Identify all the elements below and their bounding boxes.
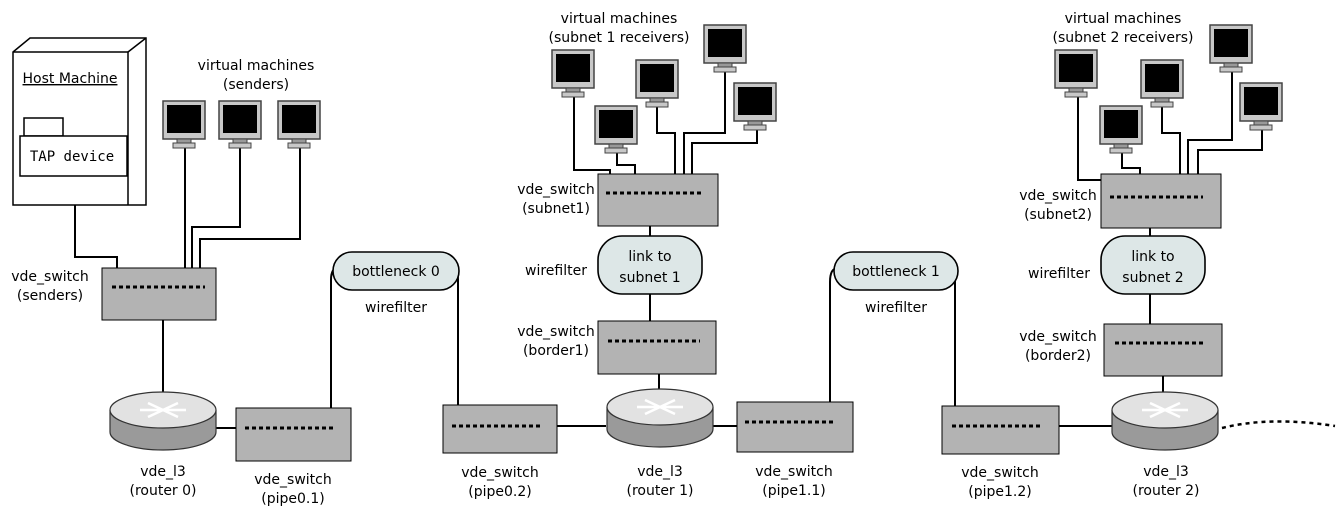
subnet1-vms: virtual machines (subnet 1 receivers) [549,11,777,154]
switch-subnet2-name: vde_switch [1019,188,1096,204]
router1-sub: (router 1) [626,483,693,499]
subnet2-vms: virtual machines (subnet 2 receivers) [1053,11,1283,154]
bottleneck0-filter: bottleneck 0 wirefilter [332,251,460,316]
bottleneck1-filter: bottleneck 1 wirefilter [833,251,959,316]
router-1: vde_l3 (router 1) [606,388,714,499]
monitor-icon [218,100,262,149]
switch-pipe02-sub: (pipe0.2) [468,484,531,500]
monitor-icon [635,59,679,108]
switch-border1: vde_switch (border1) [517,320,717,375]
switch-border2-sub: (border2) [1025,348,1091,364]
monitor-icon [1239,82,1283,131]
router-2: vde_l3 (router 2) [1111,391,1219,499]
tap-device [19,135,128,177]
link1-filter: link to subnet 1 wirefilter [525,235,703,295]
monitor-icon [162,100,206,149]
switch-border2-name: vde_switch [1019,329,1096,345]
subnet2-vms-subtitle: (subnet 2 receivers) [1053,30,1194,46]
monitor-icon [1140,59,1184,108]
router0-sub: (router 0) [129,483,196,499]
subnet1-vms-subtitle: (subnet 1 receivers) [549,30,690,46]
bottleneck1-label: bottleneck 1 [852,264,940,280]
bottleneck0-caption: wirefilter [365,300,427,316]
host-machine: Host Machine TAP device [12,37,147,206]
monitor-icon [1099,105,1143,154]
switch-subnet1-name: vde_switch [517,182,594,198]
router2-name: vde_l3 [1143,464,1189,480]
monitor-icon [594,105,638,154]
monitor-icon [733,82,777,131]
link1-caption: wirefilter [525,263,587,279]
switch-subnet1: vde_switch (subnet1) [517,173,719,227]
switch-pipe01-name: vde_switch [254,472,331,488]
monitor-icon [1054,49,1098,98]
switch-pipe11-name: vde_switch [755,464,832,480]
link2-line1: link to [1131,249,1174,265]
switch-pipe12-name: vde_switch [961,465,1038,481]
switch-border1-sub: (border1) [523,343,589,359]
subnet2-vms-title: virtual machines [1065,11,1182,27]
router0-name: vde_l3 [140,464,186,480]
tap-device-label: TAP device [30,149,114,165]
router1-name: vde_l3 [637,464,683,480]
monitor-icon [703,24,747,73]
monitor-icon [277,100,321,149]
bottleneck0-label: bottleneck 0 [352,264,440,280]
monitor-icon [1209,24,1253,73]
switch-border2: vde_switch (border2) [1019,323,1223,377]
switch-pipe12: vde_switch (pipe1.2) [941,405,1060,500]
router2-sub: (router 2) [1132,483,1199,499]
link2-filter: link to subnet 2 wirefilter [1028,235,1206,295]
switch-subnet2-sub: (subnet2) [1024,207,1092,223]
switch-pipe01-sub: (pipe0.1) [261,491,324,506]
switch-pipe11: vde_switch (pipe1.1) [736,401,854,499]
switch-subnet1-sub: (subnet1) [522,201,590,217]
switch-senders-sub: (senders) [17,288,83,304]
subnet1-vms-title: virtual machines [561,11,678,27]
switch-senders: vde_switch (senders) [11,267,217,321]
link2-line2: subnet 2 [1122,270,1183,286]
senders-vms-title: virtual machines [198,58,315,74]
switch-border1-name: vde_switch [517,324,594,340]
bottleneck1-caption: wirefilter [865,300,927,316]
switch-subnet2: vde_switch (subnet2) [1019,173,1222,229]
switch-pipe11-sub: (pipe1.1) [762,483,825,499]
link1-line1: link to [628,249,671,265]
switch-pipe12-sub: (pipe1.2) [968,484,1031,500]
sender-vms: virtual machines (senders) [162,58,321,149]
senders-vms-subtitle: (senders) [223,77,289,93]
switch-pipe01: vde_switch (pipe0.1) [235,407,352,506]
switch-pipe02: vde_switch (pipe0.2) [442,404,558,500]
host-title: Host Machine [23,71,118,87]
switch-pipe02-name: vde_switch [461,465,538,481]
link2-caption: wirefilter [1028,266,1090,282]
monitor-icon [551,49,595,98]
router-0: vde_l3 (router 0) [109,391,217,499]
switch-senders-name: vde_switch [11,269,88,285]
link1-line2: subnet 1 [619,270,680,286]
